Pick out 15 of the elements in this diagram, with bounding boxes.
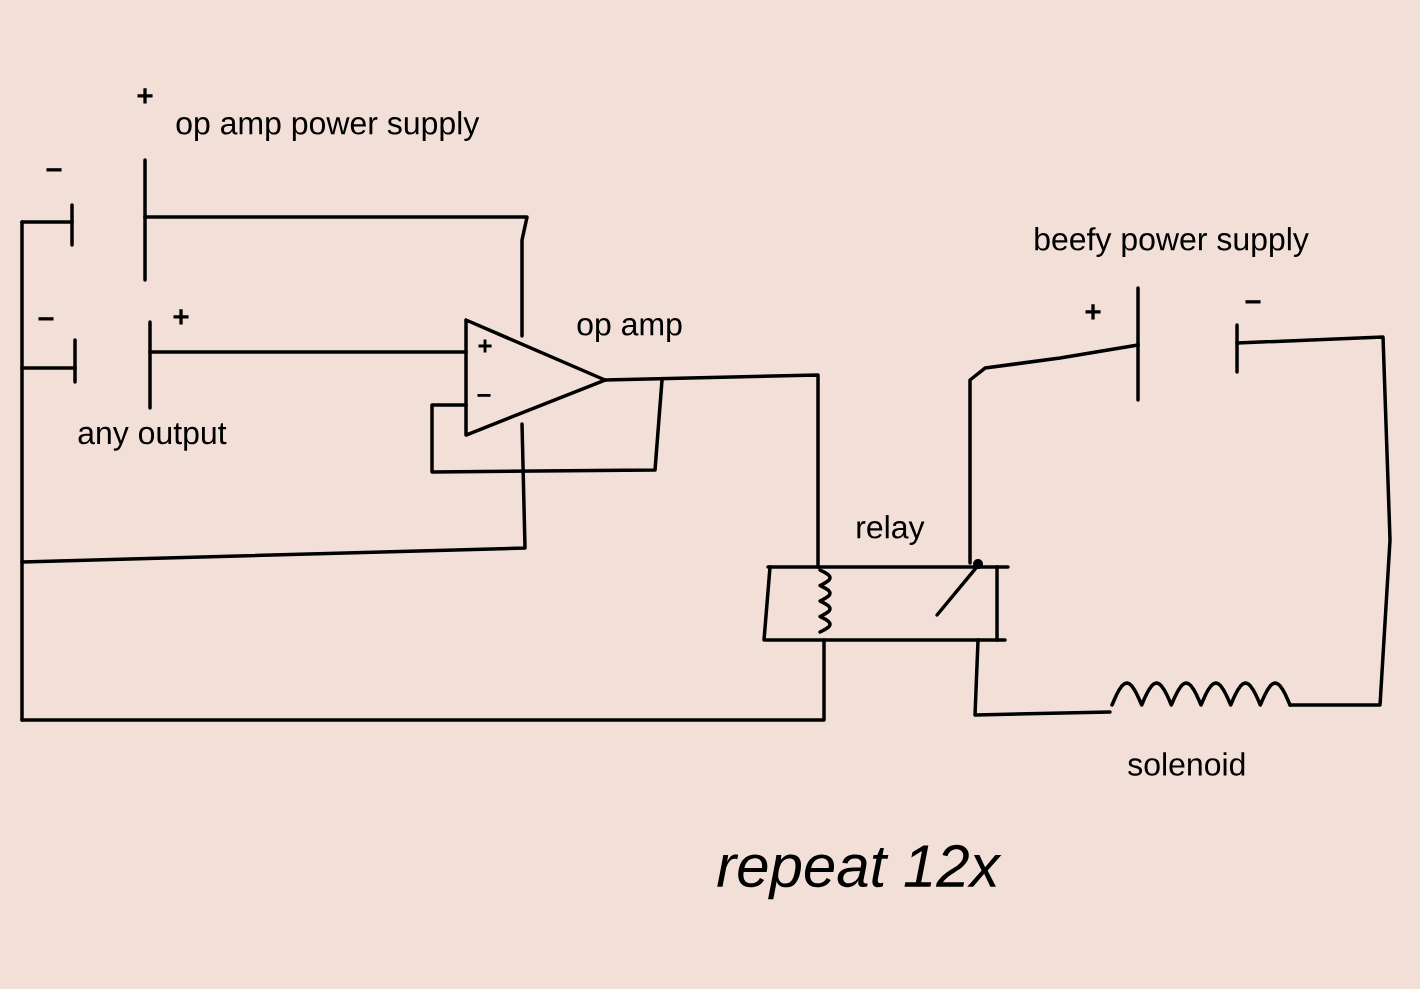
component-label: any output bbox=[78, 423, 227, 451]
polarity-sign: − bbox=[38, 317, 54, 321]
polarity-sign: + bbox=[478, 339, 492, 353]
polarity-sign: − bbox=[1245, 300, 1261, 304]
component-label: solenoid bbox=[1128, 752, 1245, 776]
component-label: op amp bbox=[577, 318, 682, 342]
polarity-sign: − bbox=[477, 393, 491, 397]
polarity-sign: + bbox=[1085, 304, 1101, 320]
polarity-sign: + bbox=[137, 88, 153, 104]
note-text: repeat 12x bbox=[717, 844, 1002, 900]
polarity-sign: + bbox=[173, 309, 189, 325]
component-label: beefy power supply bbox=[1035, 227, 1309, 257]
component-label: relay bbox=[857, 515, 925, 545]
polarity-sign: − bbox=[46, 168, 62, 172]
component-label: op amp power supply bbox=[176, 111, 480, 141]
